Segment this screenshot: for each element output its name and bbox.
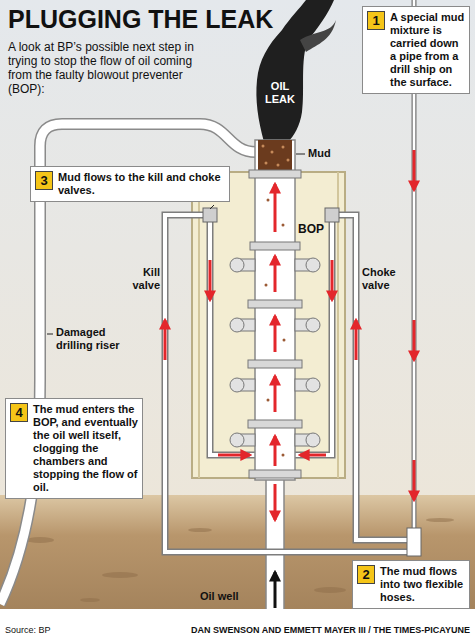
callout-box: 1 A special mud mixture is carried down a…: [362, 6, 470, 94]
callout-number: 1: [367, 11, 385, 30]
part-label: Kill valve: [118, 266, 160, 292]
mud-plug: [258, 140, 292, 170]
title-text: PLUGGING THE LEAK: [8, 4, 273, 34]
callout-number: 2: [357, 565, 375, 584]
source-note: Source: BP: [5, 625, 51, 636]
oil-plume-wisp: [300, 20, 336, 52]
callout-box: 4 The mud enters the BOP, and eventually …: [5, 398, 143, 499]
stack-flanges: [248, 170, 302, 478]
leader-line: [47, 334, 53, 335]
mud-in-stack: [265, 199, 286, 457]
callout-text: The mud flows into two flexible hoses.: [380, 565, 465, 604]
well-pipe: [266, 478, 284, 610]
part-label: Choke valve: [362, 266, 406, 292]
choke-hose-outline: [295, 215, 407, 540]
kill-valve-symbol: [203, 208, 217, 222]
mud-speckles: [262, 145, 290, 167]
part-label: Oil well: [200, 590, 260, 603]
caption-text: A look at BP’s possible next step in try…: [8, 40, 213, 96]
leak-label: OIL LEAK: [259, 80, 301, 106]
callout-text: The mud enters the BOP, and eventually t…: [33, 403, 138, 494]
oil-flow-arrow: [274, 572, 277, 608]
callout-number: 3: [35, 171, 53, 190]
choke-valve-symbol: [325, 208, 339, 222]
callout-number: 4: [10, 403, 28, 422]
callout-box: 2 The mud flows into two flexible hoses.: [352, 560, 470, 609]
callout-box: 3 Mud flows to the kill and choke valves.: [30, 166, 230, 202]
bop-stack: [255, 140, 295, 480]
part-label: Damaged drilling riser: [56, 326, 126, 352]
footer-band: [0, 609, 475, 639]
callout-text: Mud flows to the kill and choke valves.: [58, 171, 225, 197]
callout-text: A special mud mixture is carried down a …: [390, 11, 465, 89]
part-label: BOP: [298, 222, 324, 236]
credit-note: DAN SWENSON AND EMMETT MAYER III / THE T…: [191, 625, 470, 636]
pipe-arrows: [413, 150, 416, 500]
mud-flow-arrow: [274, 484, 277, 520]
leader-line: [296, 154, 305, 155]
leader-line: [210, 205, 214, 209]
water: [0, 0, 475, 500]
choke-hose: [295, 215, 407, 540]
hose-junction: [407, 528, 421, 556]
flow-arrows: [165, 184, 356, 466]
part-label: Mud: [308, 147, 331, 160]
